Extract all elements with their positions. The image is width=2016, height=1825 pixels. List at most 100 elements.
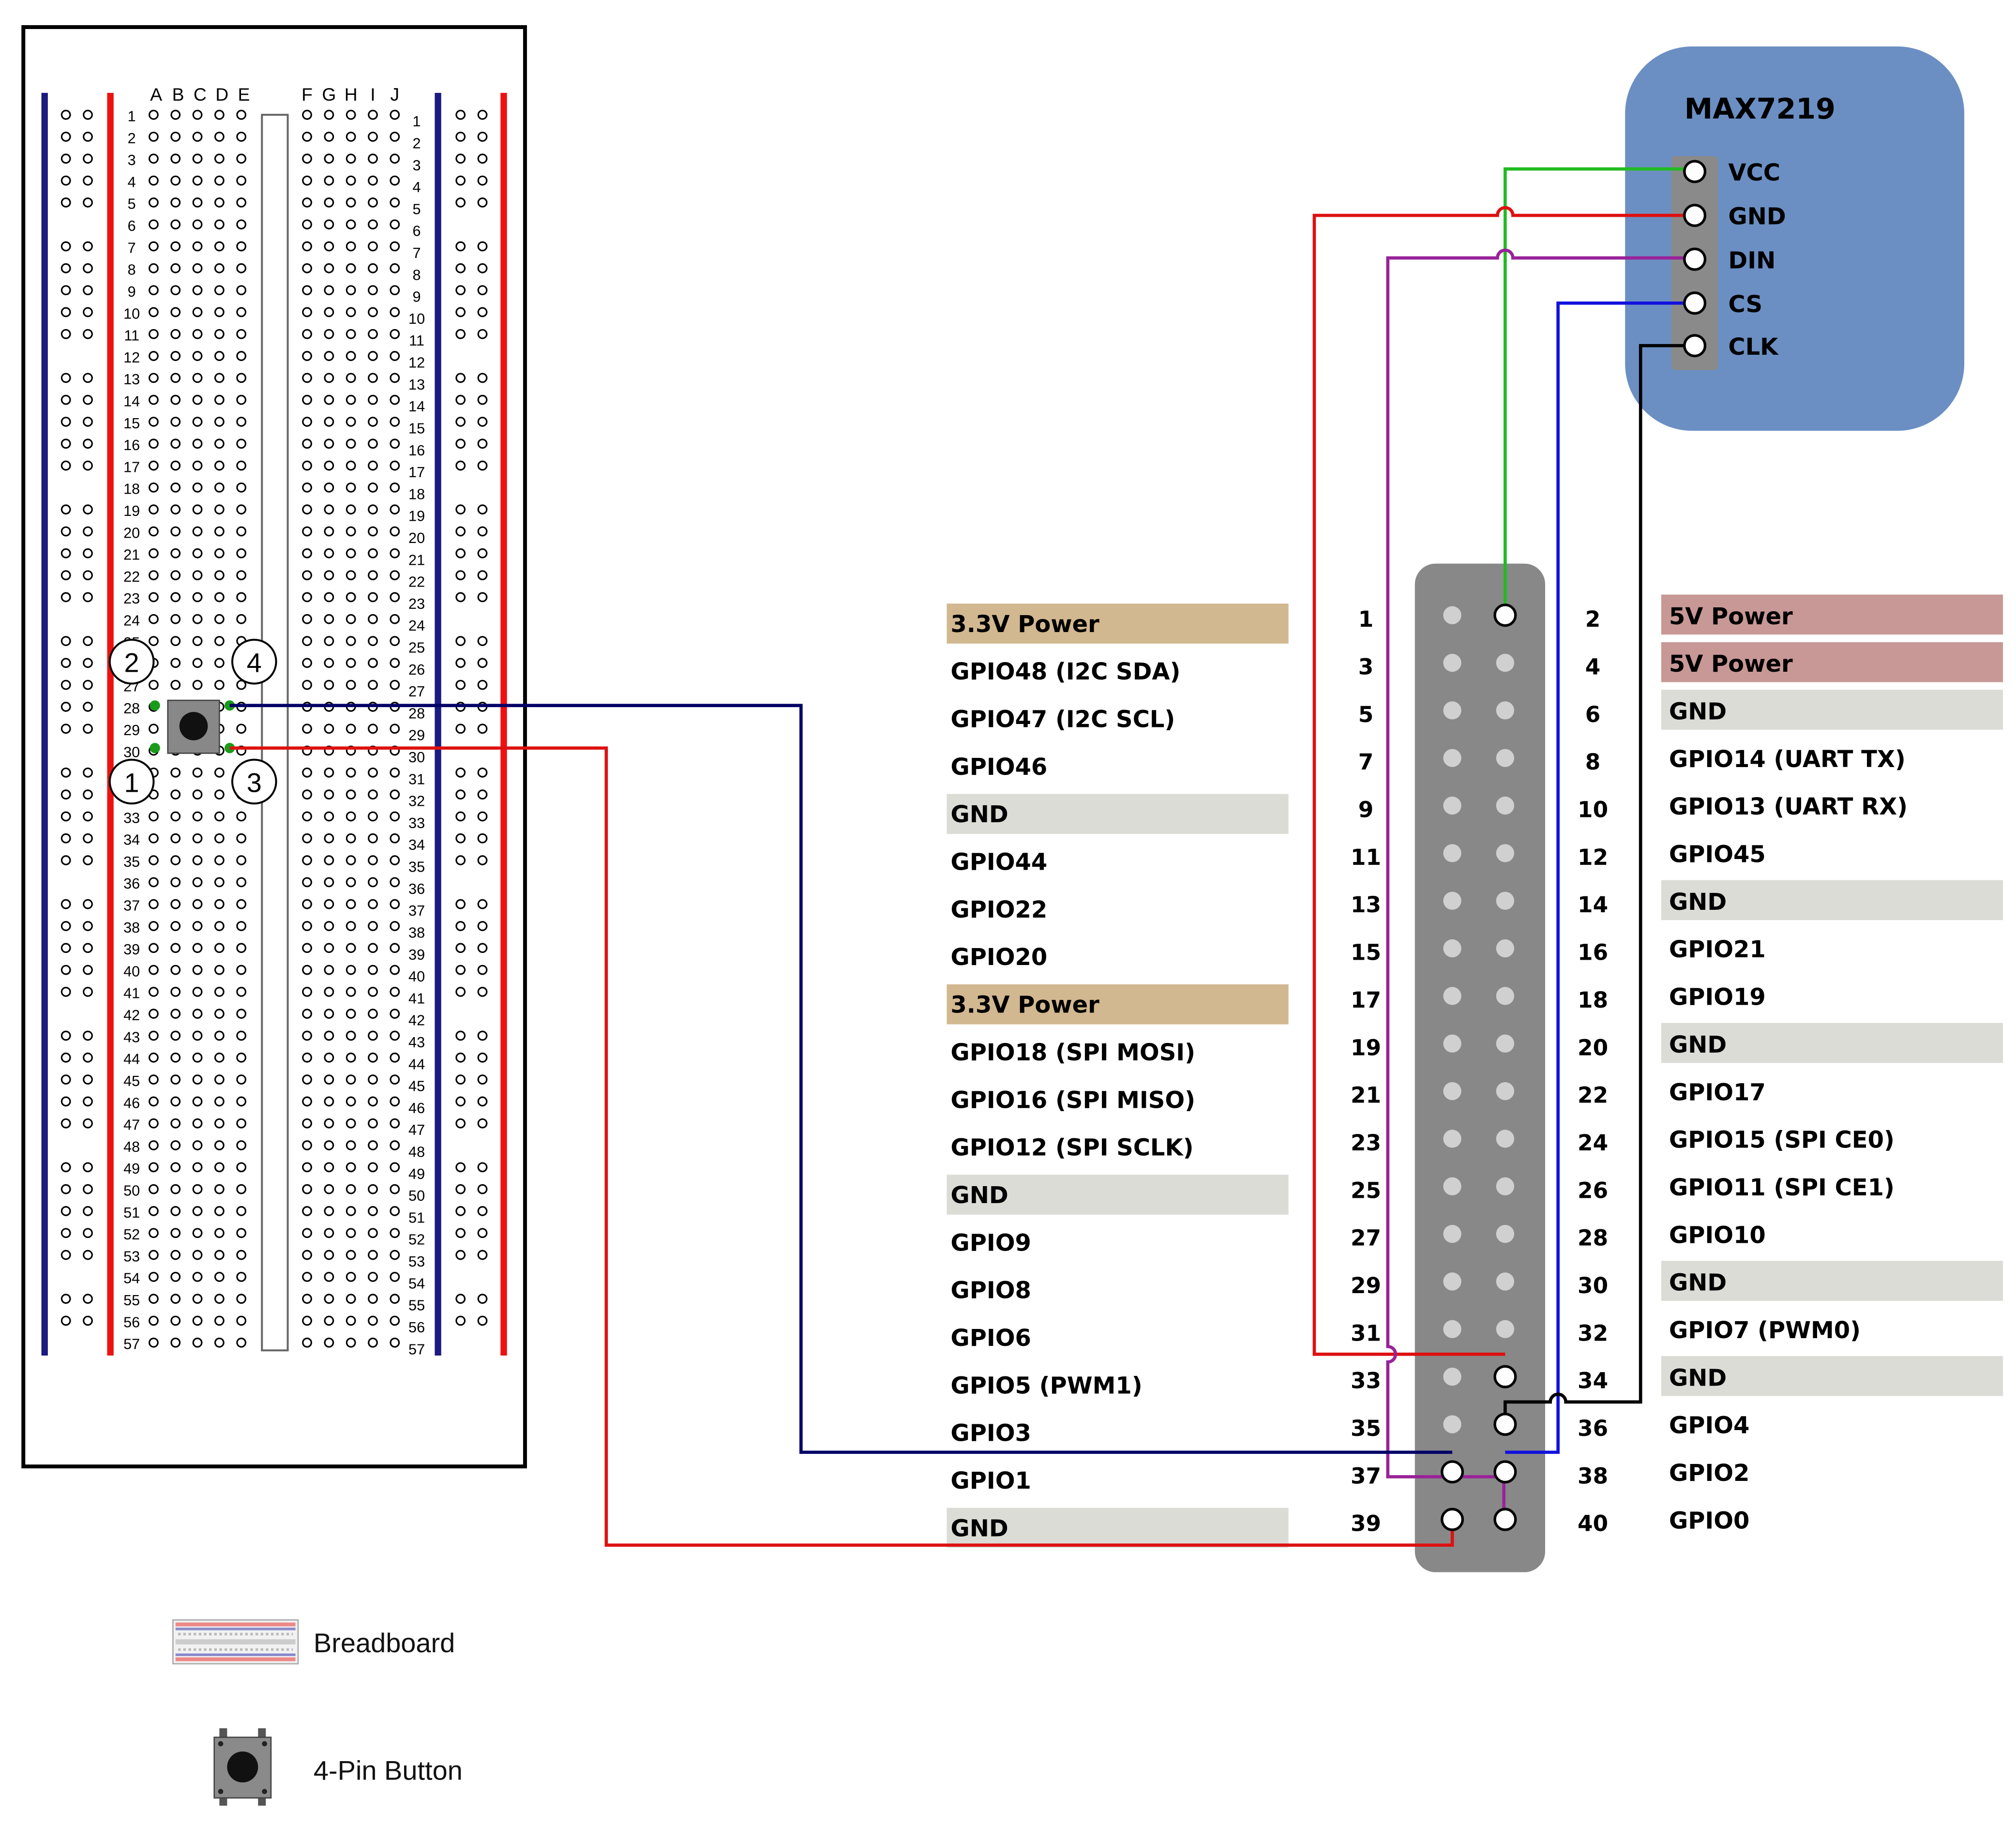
rail-hole [455, 679, 466, 690]
pin-number: 15 [1351, 940, 1381, 965]
rail-hole [477, 1030, 488, 1041]
breadboard-hole [324, 504, 334, 515]
breadboard-hole [324, 1184, 334, 1194]
breadboard-hole [368, 219, 378, 230]
breadboard-hole [236, 987, 247, 997]
rail-hole [477, 1118, 488, 1129]
row-number: 8 [128, 262, 136, 278]
rail-hole [60, 153, 71, 164]
breadboard-hole [149, 548, 159, 558]
header-pin [1443, 1082, 1461, 1101]
rail-hole [477, 833, 488, 844]
breadboard-hole [302, 1228, 312, 1238]
breadboard-hole [214, 658, 225, 668]
breadboard-hole [324, 241, 334, 252]
breadboard-hole [368, 1271, 378, 1282]
breadboard-hole [346, 1271, 356, 1282]
breadboard-hole [170, 965, 181, 975]
rail-hole [60, 175, 71, 186]
pin-number: 36 [1578, 1416, 1608, 1441]
svg-text:4: 4 [247, 647, 262, 678]
breadboard-hole [214, 1294, 225, 1304]
rail-hole [477, 307, 488, 317]
breadboard-hole [390, 1074, 400, 1085]
breadboard-hole [346, 658, 356, 668]
row-number: 16 [123, 437, 140, 453]
breadboard-hole [192, 592, 203, 603]
breadboard-hole [346, 833, 356, 844]
breadboard-hole [170, 1118, 181, 1129]
breadboard-hole [149, 1052, 159, 1063]
breadboard-hole [302, 417, 312, 427]
pin-label-bg [1661, 880, 2003, 920]
rail-hole [83, 285, 93, 296]
pin-number: 32 [1578, 1320, 1608, 1346]
breadboard-hole [390, 833, 400, 844]
rail-hole [477, 548, 488, 558]
rail-hole [60, 855, 71, 865]
breadboard-hole [149, 1009, 159, 1019]
breadboard-hole [149, 132, 159, 142]
rail-hole [60, 1096, 71, 1107]
row-number: 50 [408, 1188, 425, 1204]
breadboard-hole [346, 724, 356, 734]
header-pin [1443, 1415, 1461, 1433]
rail-hole [455, 658, 466, 668]
rail-hole [83, 373, 93, 383]
breadboard-hole [236, 1184, 247, 1194]
pin-number: 1 [1358, 606, 1374, 632]
breadboard-hole [302, 1206, 312, 1216]
breadboard-hole [149, 307, 159, 317]
rail-hole [60, 570, 71, 580]
pin-number: 38 [1578, 1463, 1608, 1489]
row-number: 2 [128, 130, 136, 147]
breadboard-hole [214, 285, 225, 296]
breadboard-hole [346, 109, 356, 120]
breadboard-hole [214, 987, 225, 997]
breadboard-hole [346, 636, 356, 646]
pin-label-right: 5V Power [1669, 650, 1793, 678]
rail-hole [83, 1030, 93, 1041]
breadboard-hole [324, 175, 334, 186]
breadboard-hole [149, 329, 159, 339]
breadboard-hole [149, 1228, 159, 1238]
breadboard-hole [236, 307, 247, 317]
breadboard-hole [302, 329, 312, 339]
rail-hole [60, 197, 71, 208]
breadboard-hole [192, 921, 203, 931]
row-number: 51 [123, 1205, 140, 1221]
rail-hole [60, 263, 71, 273]
breadboard-hole [214, 394, 225, 405]
breadboard-hole [324, 636, 334, 646]
breadboard-hole [324, 1118, 334, 1129]
breadboard-hole [192, 1162, 203, 1173]
breadboard-hole [192, 1206, 203, 1216]
rail-hole [60, 1228, 71, 1238]
rail-hole [455, 329, 466, 339]
breadboard-hole [214, 1074, 225, 1085]
breadboard-hole [236, 1294, 247, 1304]
rail-hole [477, 636, 488, 646]
breadboard-hole [368, 504, 378, 515]
breadboard-hole [390, 987, 400, 997]
header-pin [1496, 987, 1515, 1005]
breadboard-hole [302, 877, 312, 888]
breadboard-hole [170, 109, 181, 120]
breadboard-hole [368, 614, 378, 624]
row-number: 46 [123, 1095, 140, 1111]
breadboard-hole [324, 724, 334, 734]
breadboard-hole [214, 438, 225, 449]
breadboard-hole [214, 943, 225, 953]
row-number: 22 [123, 569, 140, 585]
pin-label-bg [1661, 1023, 2003, 1063]
rail-hole [477, 855, 488, 865]
breadboard-hole [170, 1206, 181, 1216]
breadboard-hole [236, 855, 247, 865]
breadboard-hole [192, 965, 203, 975]
button-pin-label-4: 4 [231, 638, 277, 685]
max7219-pin-label: CS [1728, 291, 1762, 318]
row-number: 21 [123, 547, 140, 563]
pin-label-bg [947, 1175, 1289, 1215]
breadboard-hole [170, 197, 181, 208]
breadboard-hole [324, 921, 334, 931]
